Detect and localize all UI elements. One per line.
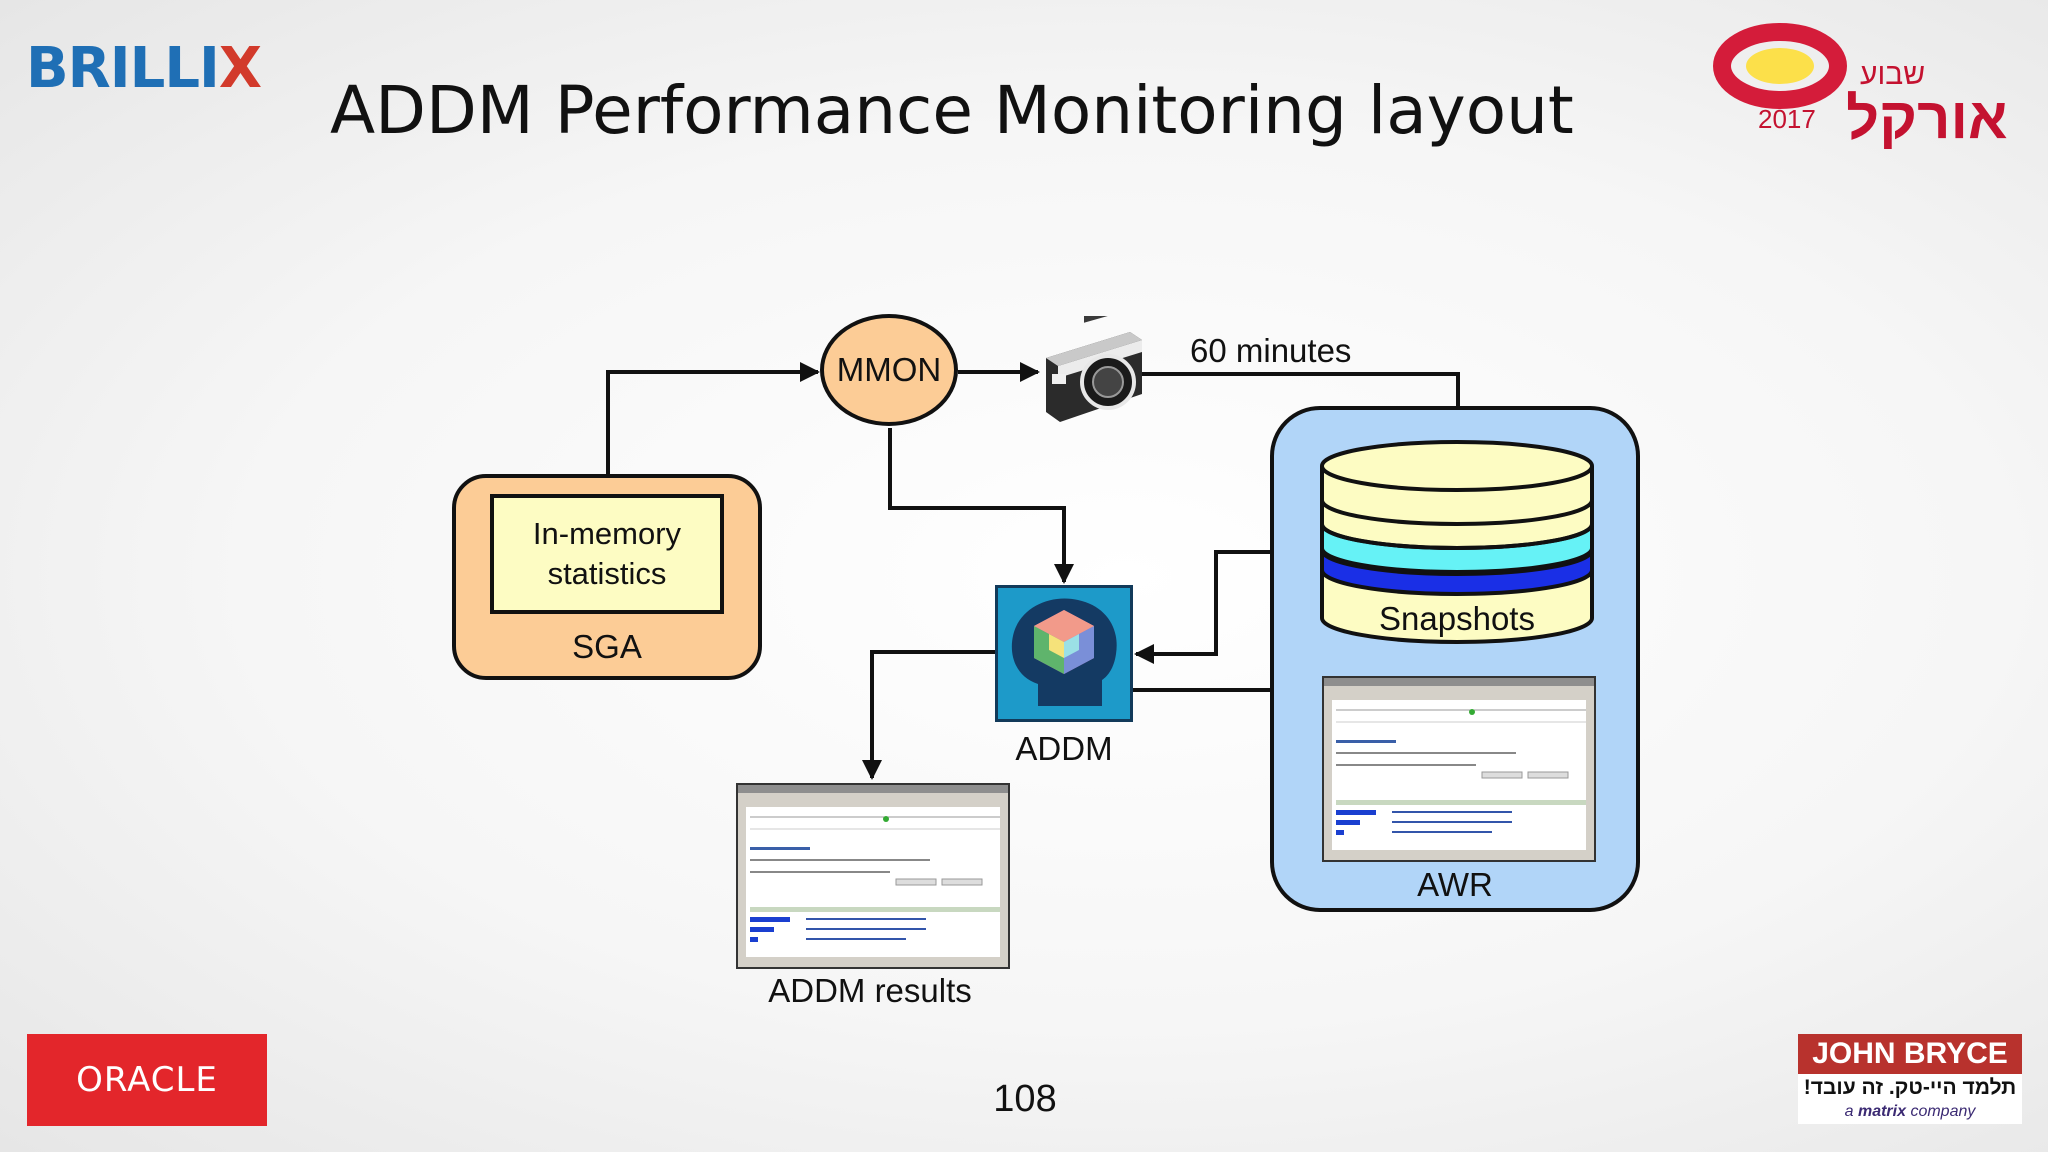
camera-icon bbox=[1046, 316, 1142, 422]
mmon-label: MMON bbox=[836, 351, 942, 388]
addm-label: ADDM bbox=[1015, 730, 1113, 767]
oracle-logo: ORACLE bbox=[27, 1034, 267, 1126]
addm-to-results-arrow bbox=[862, 650, 995, 780]
page-number: 108 bbox=[993, 1078, 1057, 1120]
oracle-week-logo-mark bbox=[1713, 23, 1847, 109]
snapshots-label: Snapshots bbox=[1379, 600, 1535, 637]
event-name-label: אורקל bbox=[1846, 86, 2008, 151]
thumbnail-page bbox=[746, 807, 1000, 957]
brillix-logo: BRILLIX bbox=[26, 36, 262, 101]
addm-node bbox=[995, 585, 1133, 722]
in-memory-statistics-box: In-memory statistics bbox=[490, 494, 724, 614]
sga-label: SGA bbox=[572, 628, 642, 665]
john-bryce-tagline: תלמד היי-טק. זה עובד! bbox=[1803, 1076, 2017, 1099]
stats-to-mmon-arrow bbox=[606, 362, 820, 494]
thumbnail-content bbox=[750, 816, 1000, 942]
john-bryce-subtitle: a matrix company bbox=[1844, 1103, 1976, 1120]
snapshots-cylinder bbox=[1320, 440, 1594, 644]
addm-results-thumbnail bbox=[736, 783, 1010, 969]
mmon-node: MMON bbox=[820, 314, 958, 426]
john-bryce-name: JOHN BRYCE bbox=[1798, 1034, 2022, 1074]
event-year: 2017 bbox=[1758, 104, 1816, 134]
awr-label: AWR bbox=[1417, 866, 1493, 903]
thumbnail-page bbox=[1332, 700, 1586, 850]
brain-head-icon bbox=[1011, 598, 1117, 706]
mmon-to-addm-arrow bbox=[888, 428, 1074, 584]
thumbnail-titlebar bbox=[738, 785, 1008, 793]
statistics-label: statistics bbox=[547, 556, 667, 591]
interval-label: 60 minutes bbox=[1190, 332, 1352, 369]
addm-results-label: ADDM results bbox=[768, 972, 972, 1009]
in-memory-label: In-memory bbox=[532, 516, 682, 551]
slide-title: ADDM Performance Monitoring layout bbox=[330, 72, 1574, 149]
event-week-label: שבוע bbox=[1860, 58, 1926, 91]
oracle-logo-text: ORACLE bbox=[76, 1060, 218, 1100]
thumbnail-content bbox=[1336, 709, 1586, 835]
john-bryce-logo: JOHN BRYCE תלמד היי-טק. זה עובד! a matri… bbox=[1798, 1034, 2022, 1124]
awr-report-thumbnail bbox=[1322, 676, 1596, 862]
thumbnail-titlebar bbox=[1324, 678, 1594, 686]
